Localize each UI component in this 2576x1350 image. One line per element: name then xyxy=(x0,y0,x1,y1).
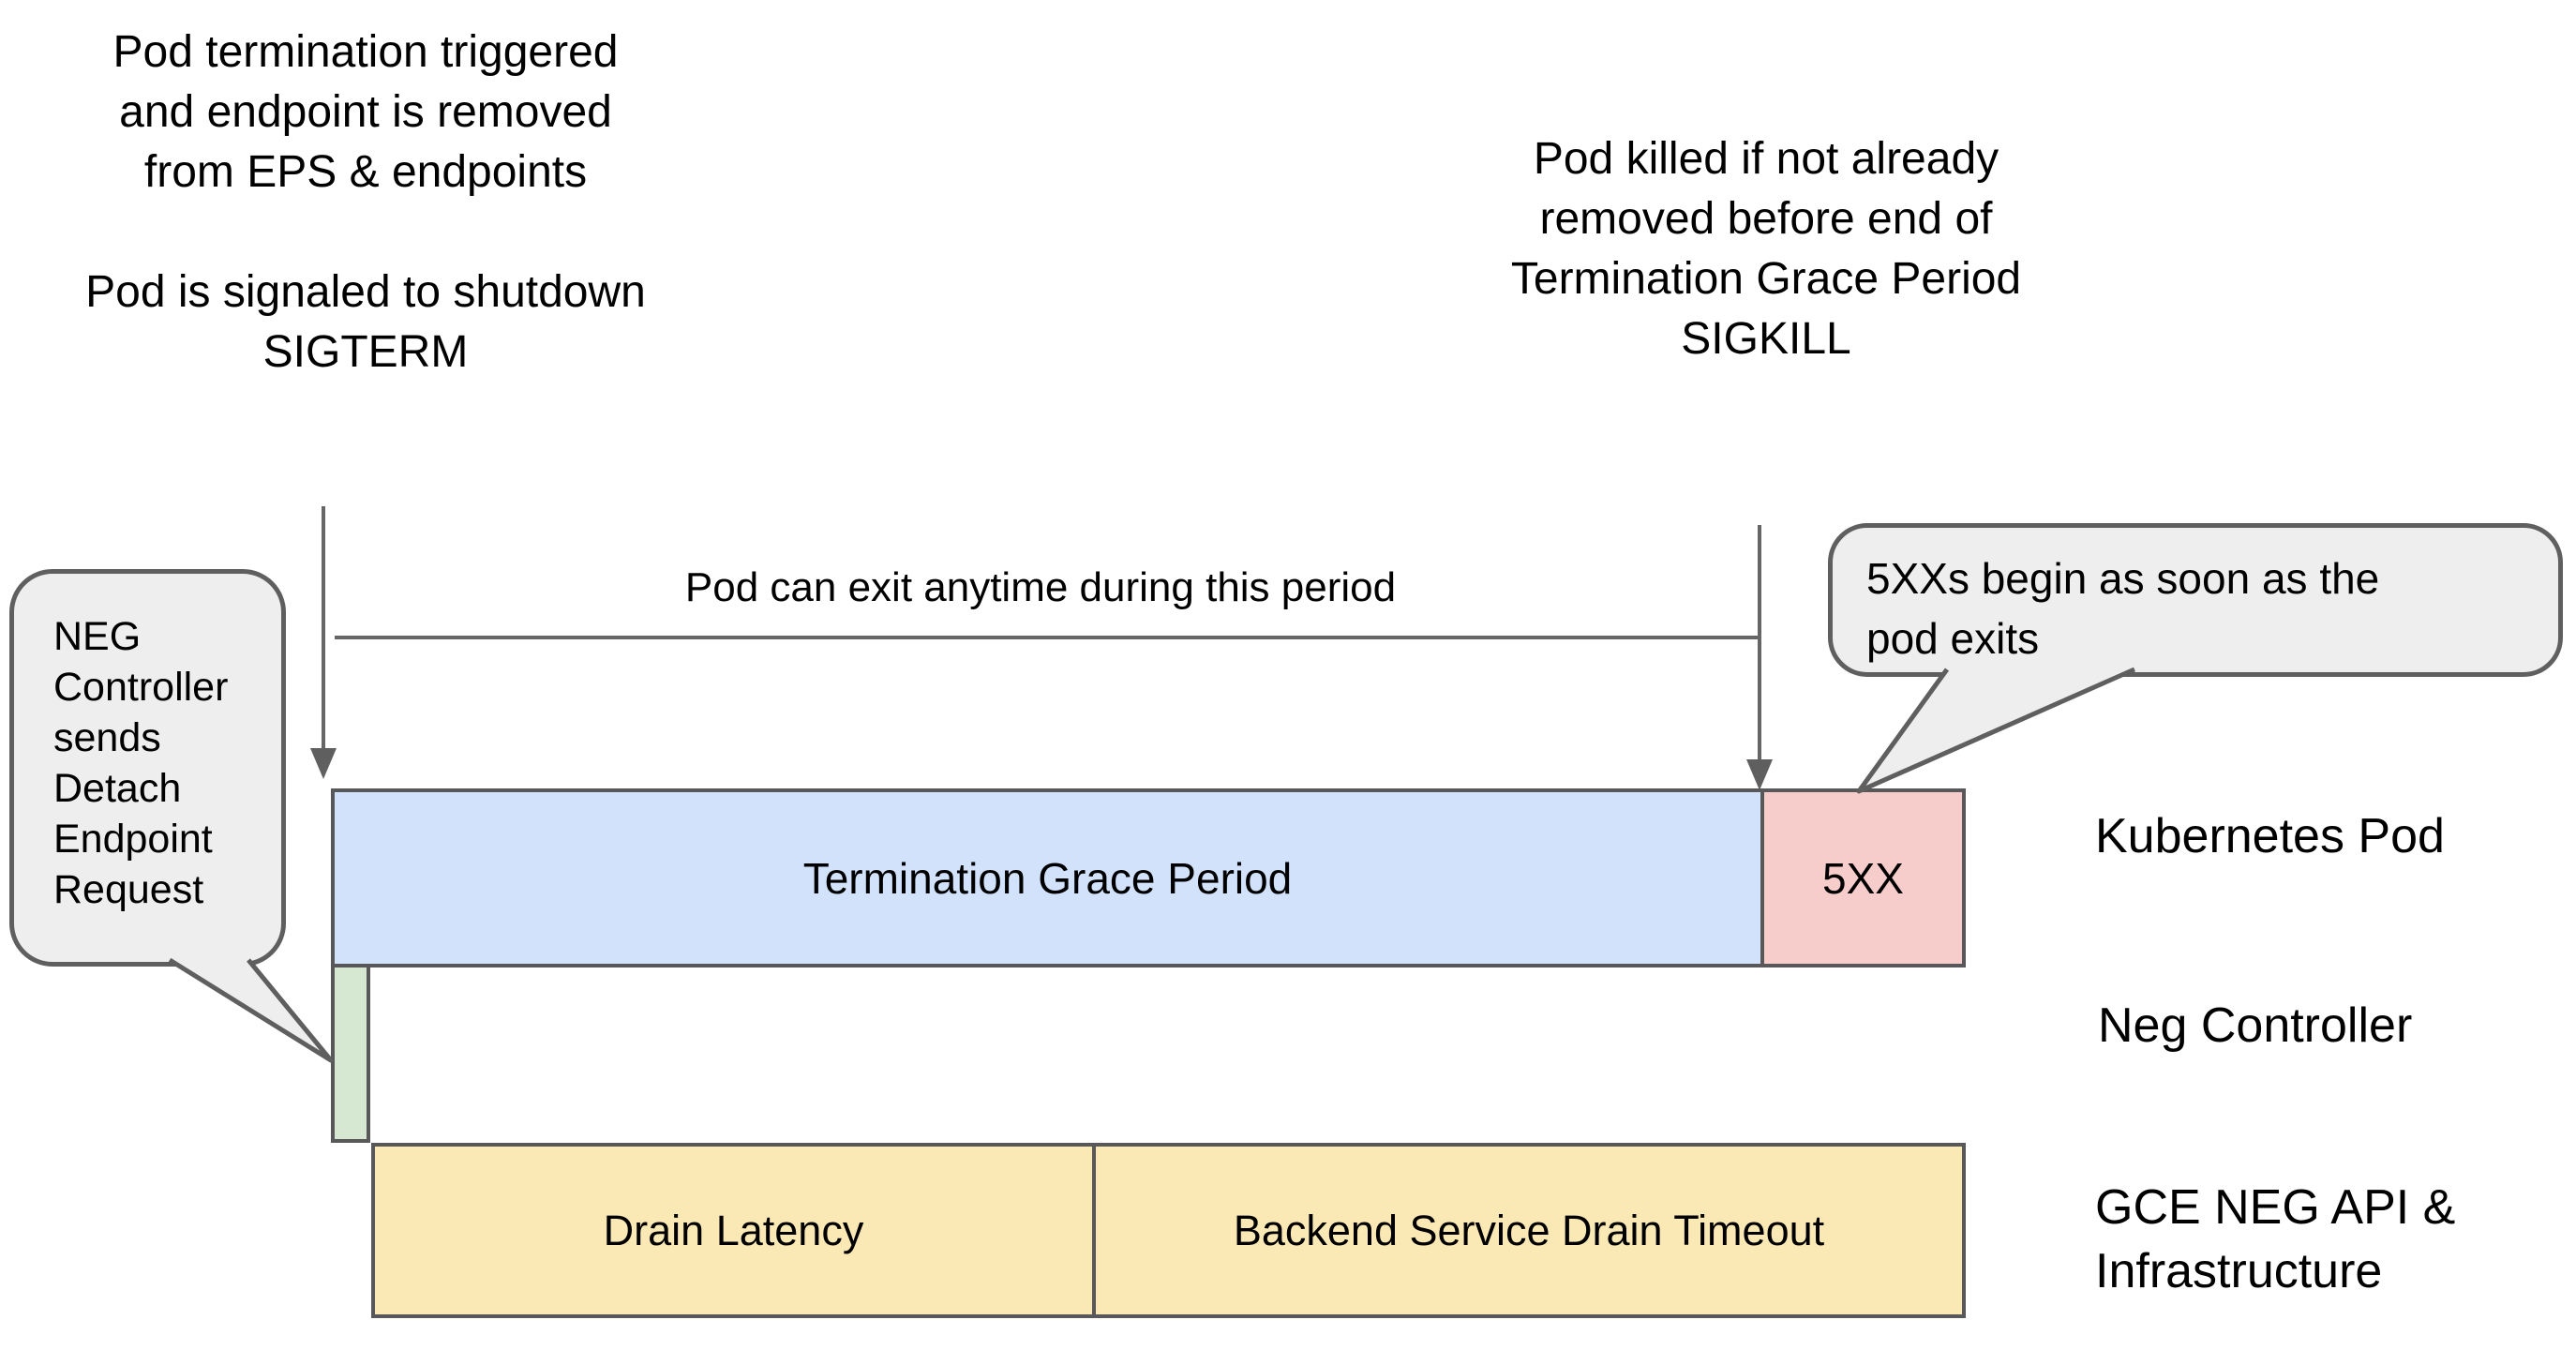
5xx-begin-callout: 5XXs begin as soon as the pod exits xyxy=(1828,523,2563,677)
5xx-bar: 5XX xyxy=(1760,788,1966,968)
drain-latency-cell: Drain Latency xyxy=(375,1147,1096,1314)
left-callout-tail xyxy=(168,957,334,1063)
pod-can-exit-note: Pod can exit anytime during this period xyxy=(684,564,1397,610)
row-label-kubernetes-pod: Kubernetes Pod xyxy=(2095,809,2445,863)
sigterm-arrowhead xyxy=(310,748,337,779)
detach-endpoint-bar xyxy=(331,968,370,1143)
pod-termination-note: Pod termination triggered and endpoint i… xyxy=(85,27,646,377)
backend-drain-timeout-cell: Backend Service Drain Timeout xyxy=(1096,1147,1962,1314)
right-callout-tail xyxy=(1856,667,2136,794)
row-label-neg-controller: Neg Controller xyxy=(2098,998,2413,1053)
neg-controller-callout: NEG Controller sends Detach Endpoint Req… xyxy=(9,569,286,967)
backend-drain-timeout-label: Backend Service Drain Timeout xyxy=(1233,1206,1825,1254)
5xx-label: 5XX xyxy=(1822,853,1904,903)
termination-grace-period-label: Termination Grace Period xyxy=(802,853,1293,903)
pod-killed-note: Pod killed if not already removed before… xyxy=(1510,134,2022,364)
row-label-gce-neg-api: GCE NEG API & Infrastructure xyxy=(2095,1180,2456,1298)
drain-latency-label: Drain Latency xyxy=(603,1206,864,1254)
sigkill-arrowhead xyxy=(1746,759,1773,790)
termination-grace-period-bar: Termination Grace Period xyxy=(331,788,1760,968)
gce-drain-bar: Drain Latency Backend Service Drain Time… xyxy=(371,1143,1966,1318)
